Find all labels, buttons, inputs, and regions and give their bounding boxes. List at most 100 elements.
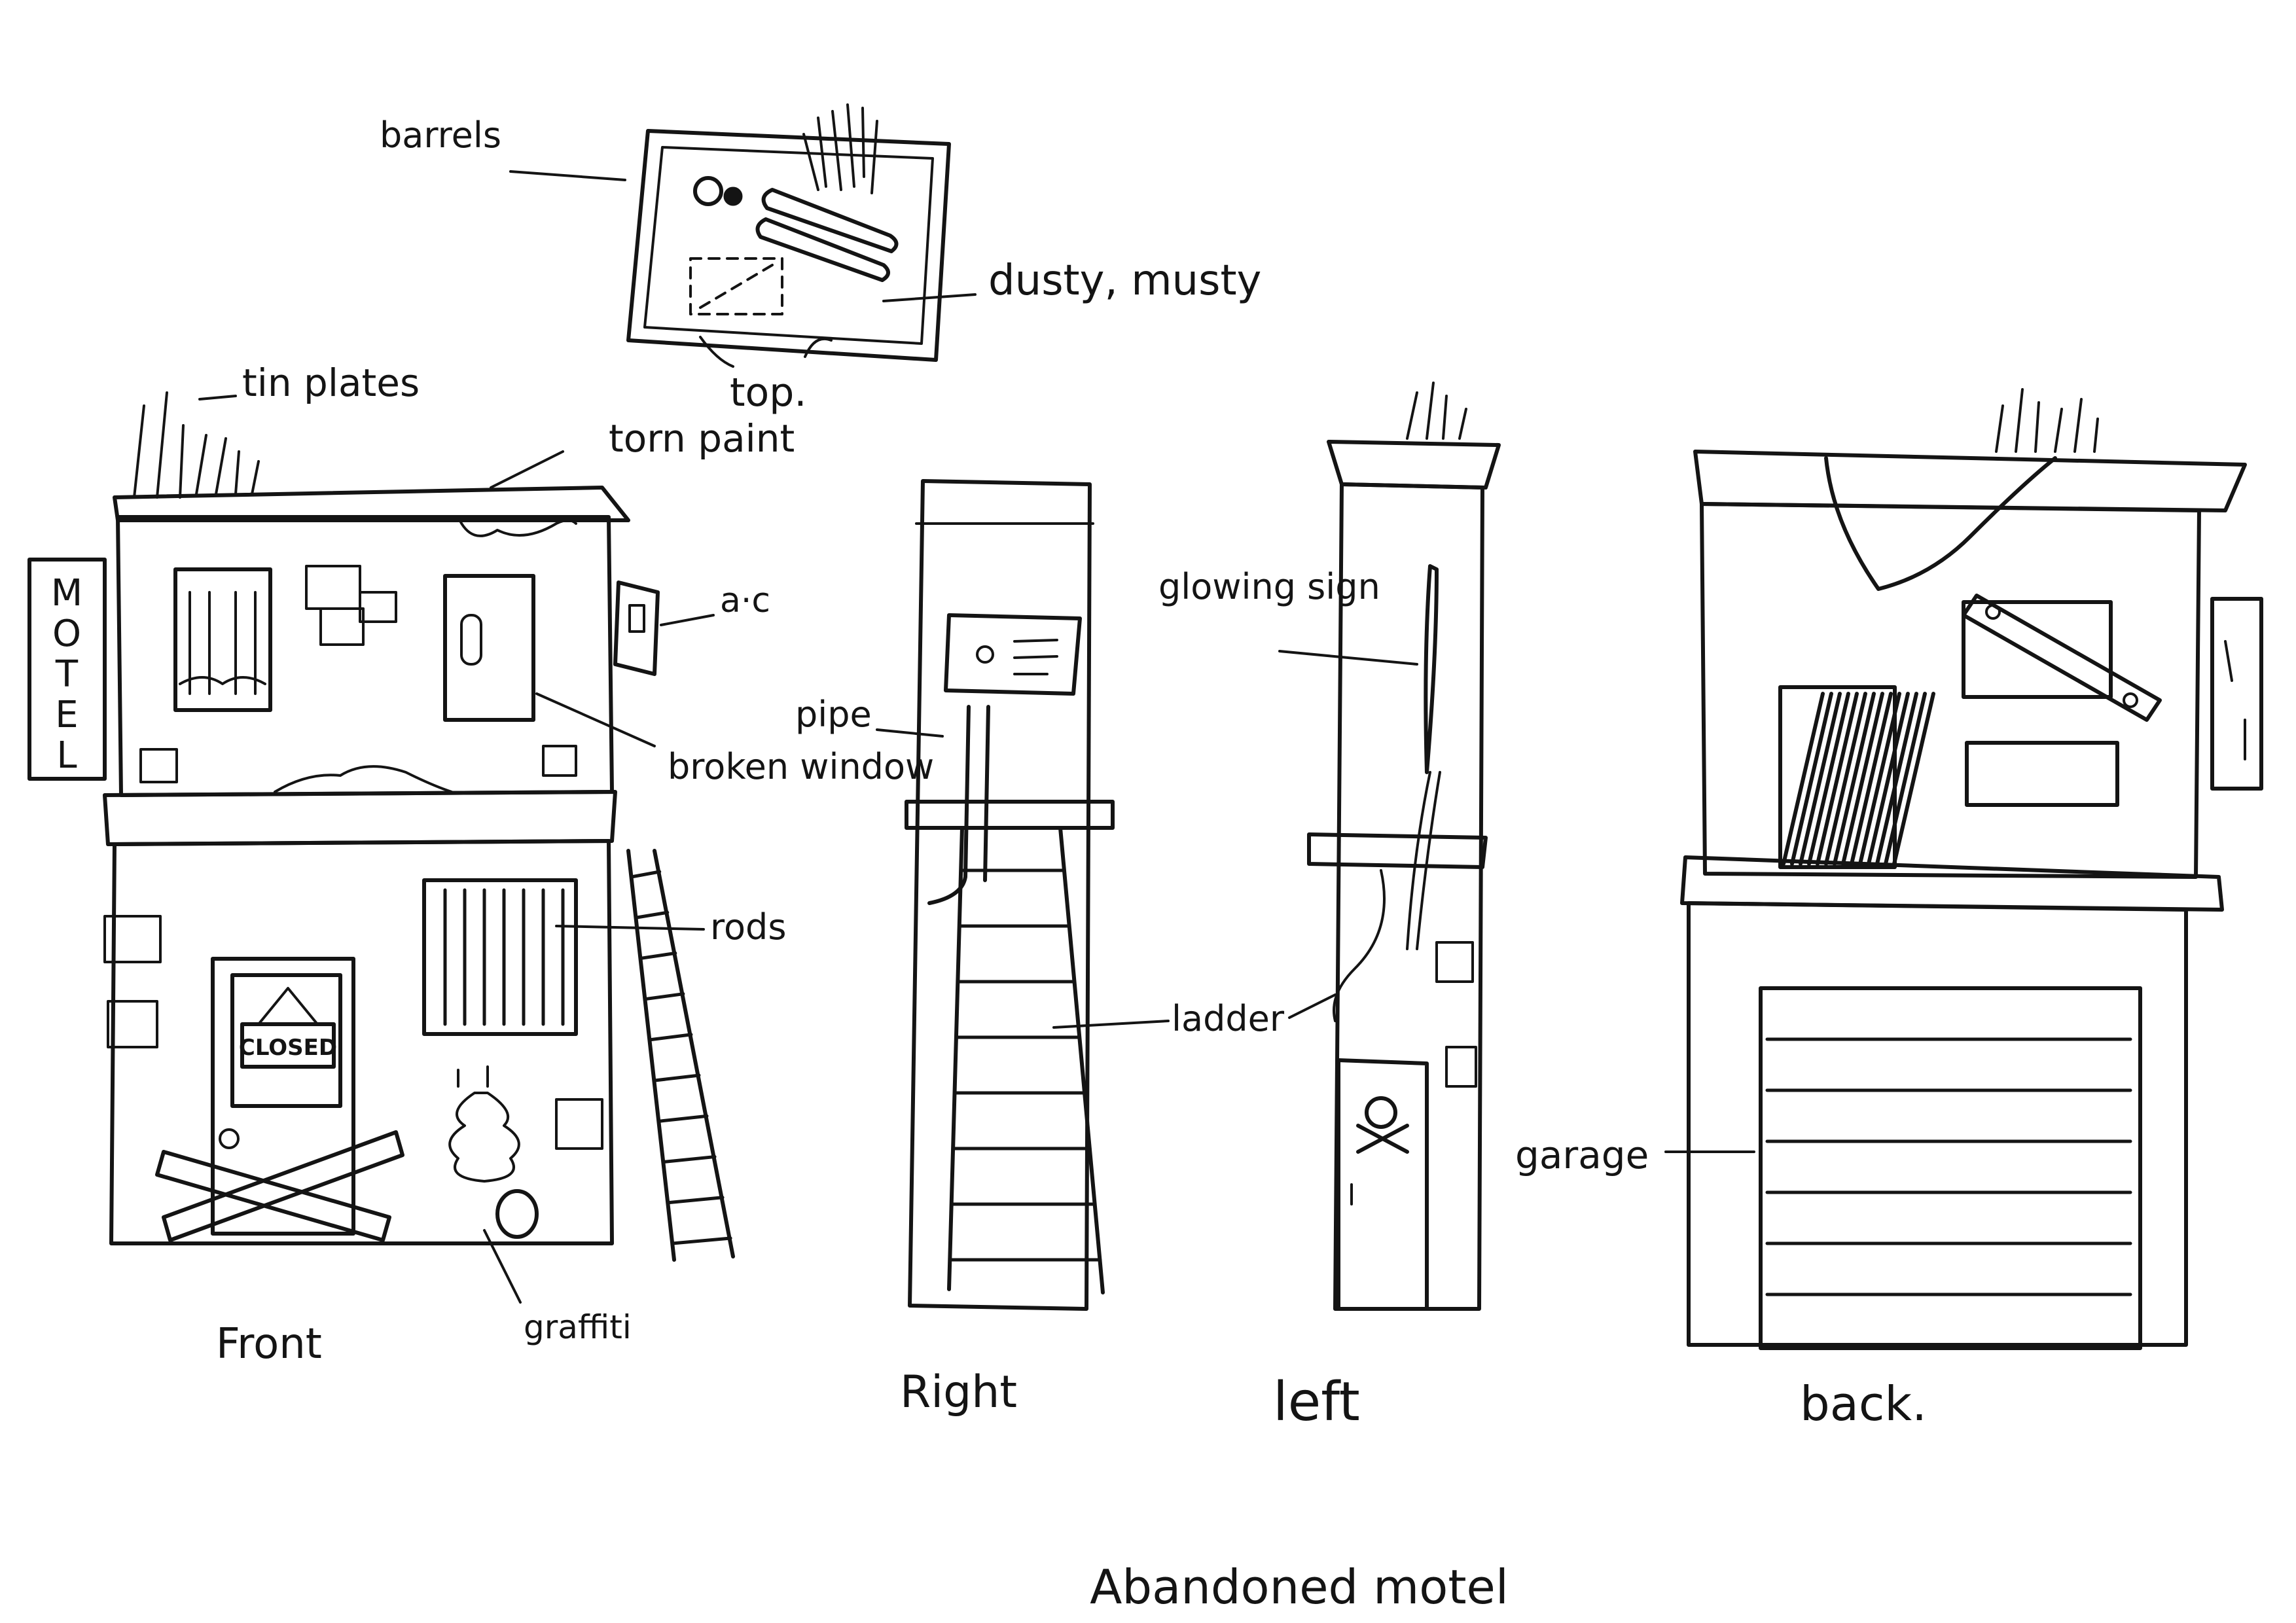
hatch-stroke [1858, 692, 1901, 866]
label-ladder: ladder [1172, 998, 1285, 1039]
hatch-stroke [1790, 692, 1833, 866]
ac-unit [613, 580, 660, 676]
barrel-icon [693, 176, 723, 206]
hatch-stroke [1867, 692, 1910, 866]
right-view: pipe Right [795, 479, 1170, 1418]
hatch-stroke [1782, 692, 1825, 866]
left-wall [1333, 482, 1484, 1311]
motel-sign [27, 558, 107, 781]
rubble [274, 765, 453, 793]
glowing-sign-leader [1278, 650, 1418, 666]
label-garage: garage [1515, 1133, 1649, 1177]
pipe-leader [876, 728, 944, 738]
view-label-back: back. [1800, 1376, 1927, 1431]
wall-patch [542, 745, 577, 777]
label-broken-window: broken window [668, 746, 934, 787]
crossbones-icon [1356, 1124, 1409, 1154]
front-window-left [173, 567, 272, 712]
back-side-sign-marks [2224, 640, 2246, 760]
wall-patch [359, 591, 397, 623]
front-door-panel [230, 973, 342, 1108]
top-pipe [755, 217, 890, 282]
back-window-hatching [1782, 692, 1935, 866]
hatch-stroke [1833, 692, 1876, 866]
front-roof [113, 486, 630, 522]
ladder-rung [652, 1073, 701, 1082]
barrels-leader [509, 170, 626, 181]
view-label-top: top. [730, 370, 806, 416]
back-board [1962, 594, 2162, 722]
tin-plates-icon [1995, 388, 2099, 453]
right-ac-vents [1013, 639, 1058, 675]
board-nail [1985, 604, 2001, 620]
ladder-rung [647, 1033, 693, 1042]
ac-leader [660, 614, 715, 626]
tin-plates-icon [133, 391, 260, 499]
front-ladder-rungs [629, 870, 732, 1245]
closed-sign-hanger [257, 987, 319, 1026]
top-crate [689, 257, 783, 315]
label-barrels: barrels [380, 115, 501, 156]
hatch-stroke [1850, 692, 1893, 866]
top-roof-outline [626, 129, 951, 362]
wall-patch [319, 607, 365, 646]
left-crack [1333, 869, 1386, 1022]
right-ac [944, 613, 1082, 696]
closed-sign-text: CLOSED [239, 1035, 337, 1061]
barrel-icon [723, 187, 743, 206]
graffiti-icon [448, 1065, 520, 1183]
back-window [1962, 600, 2113, 699]
ladder-rung [638, 951, 677, 960]
right-ladder [947, 826, 1105, 1294]
hatch-stroke [1892, 692, 1935, 866]
label-graffiti: graffiti [524, 1308, 632, 1346]
motel-sign-letter: L [56, 734, 77, 777]
closed-sign [240, 1022, 336, 1069]
right-ledge [905, 800, 1115, 830]
dusty-leader [882, 293, 977, 302]
tin-plates-icon [802, 103, 878, 194]
right-wall [908, 479, 1092, 1311]
skull-icon [1365, 1096, 1397, 1129]
back-lower-floor [1687, 901, 2188, 1347]
back-handle [1824, 456, 2057, 591]
garage-door [1759, 986, 2142, 1350]
left-door [1336, 1058, 1429, 1311]
tin-plates-icon [1406, 382, 1467, 440]
torn-paint [457, 516, 577, 537]
ladder-rung [629, 870, 662, 879]
view-label-right: Right [900, 1366, 1017, 1418]
torn-paint-leader [490, 450, 564, 489]
board-nail [2123, 692, 2138, 708]
top-view: barrels dusty, musty top. [380, 103, 1261, 416]
drawing-title: Abandoned motel [1090, 1560, 1509, 1614]
ladder-rung [643, 992, 685, 1001]
motel-sign-letter: O [52, 613, 81, 655]
ac-vent [628, 604, 645, 633]
view-label-front: Front [216, 1320, 322, 1368]
glowing-sign [1424, 564, 1439, 774]
hatch-stroke [1799, 692, 1842, 866]
back-roof [1693, 450, 2247, 512]
left-cable [1406, 771, 1441, 950]
motel-sign-letter: E [55, 694, 78, 736]
view-label-left: left [1273, 1371, 1360, 1433]
hatch-stroke [1875, 692, 1918, 866]
wall-patch [107, 1000, 158, 1048]
top-leg [699, 336, 734, 368]
tin-plates-leader [198, 395, 237, 401]
front-ledge [103, 790, 617, 846]
graffiti-egg-icon [495, 1189, 539, 1239]
ladder-cable-leader [1288, 993, 1336, 1019]
wall-patch [139, 748, 178, 783]
garage-slats [1765, 1037, 2132, 1296]
broken-window [443, 574, 535, 722]
ladder-rung [634, 910, 670, 919]
broken-window-leader [535, 692, 656, 747]
wall-patch [305, 565, 361, 610]
front-door [211, 957, 355, 1236]
left-view: glowing sign ladder left [1158, 382, 1501, 1433]
